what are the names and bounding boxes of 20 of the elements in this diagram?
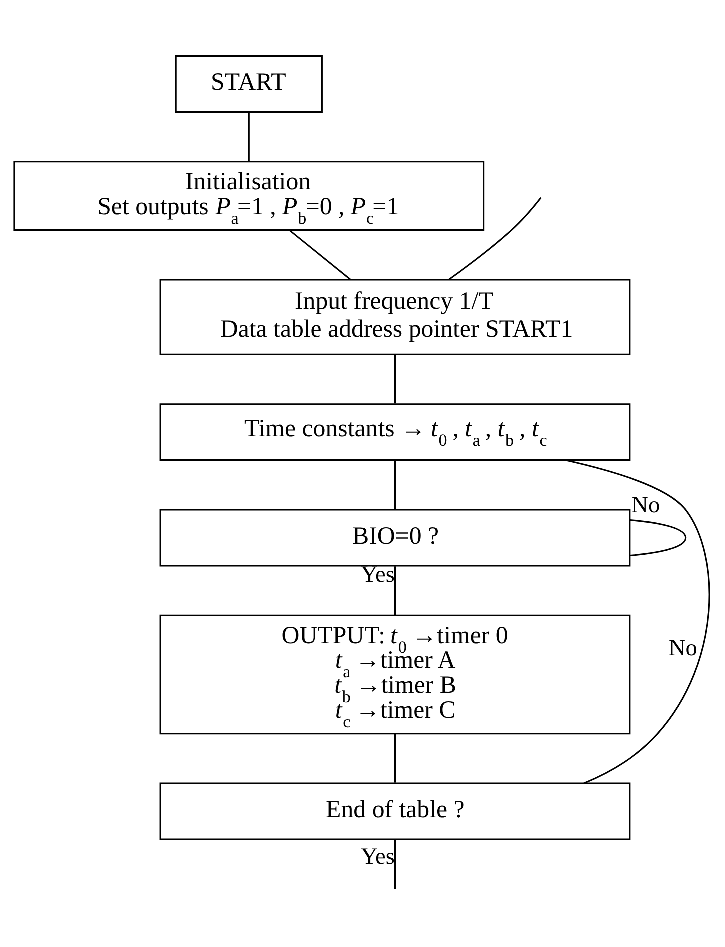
connector xyxy=(566,460,710,784)
connector xyxy=(289,230,352,280)
edge-label: No xyxy=(632,492,660,519)
node-box: BIO=0 ? xyxy=(160,509,631,567)
node-box: OUTPUT: t$_{0}$ →timer 0 t$_{a}$ →timer A t$_{b}$ →timer B t$_{c}$ →timer C xyxy=(160,614,631,735)
node-box: Time constants → t$_{0}$ , t$_{a}$ , t$_{b}$ , t$_{c}$ xyxy=(160,404,631,462)
edge-label: Yes xyxy=(361,844,395,870)
edge-label: No xyxy=(668,635,698,662)
connector xyxy=(394,354,396,404)
node-box: START xyxy=(175,55,323,113)
connector xyxy=(394,840,396,890)
connector xyxy=(394,734,396,783)
node-box: Input frequency 1/T Data table address pointer START1 xyxy=(160,279,631,356)
connector xyxy=(394,460,396,510)
connector xyxy=(630,519,687,557)
node-box: Initialisation Set outputs P$_{a}$=1 , P$_{b}$=0 , P$_{c}$=1 xyxy=(14,161,485,232)
connector xyxy=(448,197,542,280)
connector xyxy=(248,112,250,162)
node-box: End of table ? xyxy=(160,782,631,840)
connector xyxy=(394,566,396,616)
